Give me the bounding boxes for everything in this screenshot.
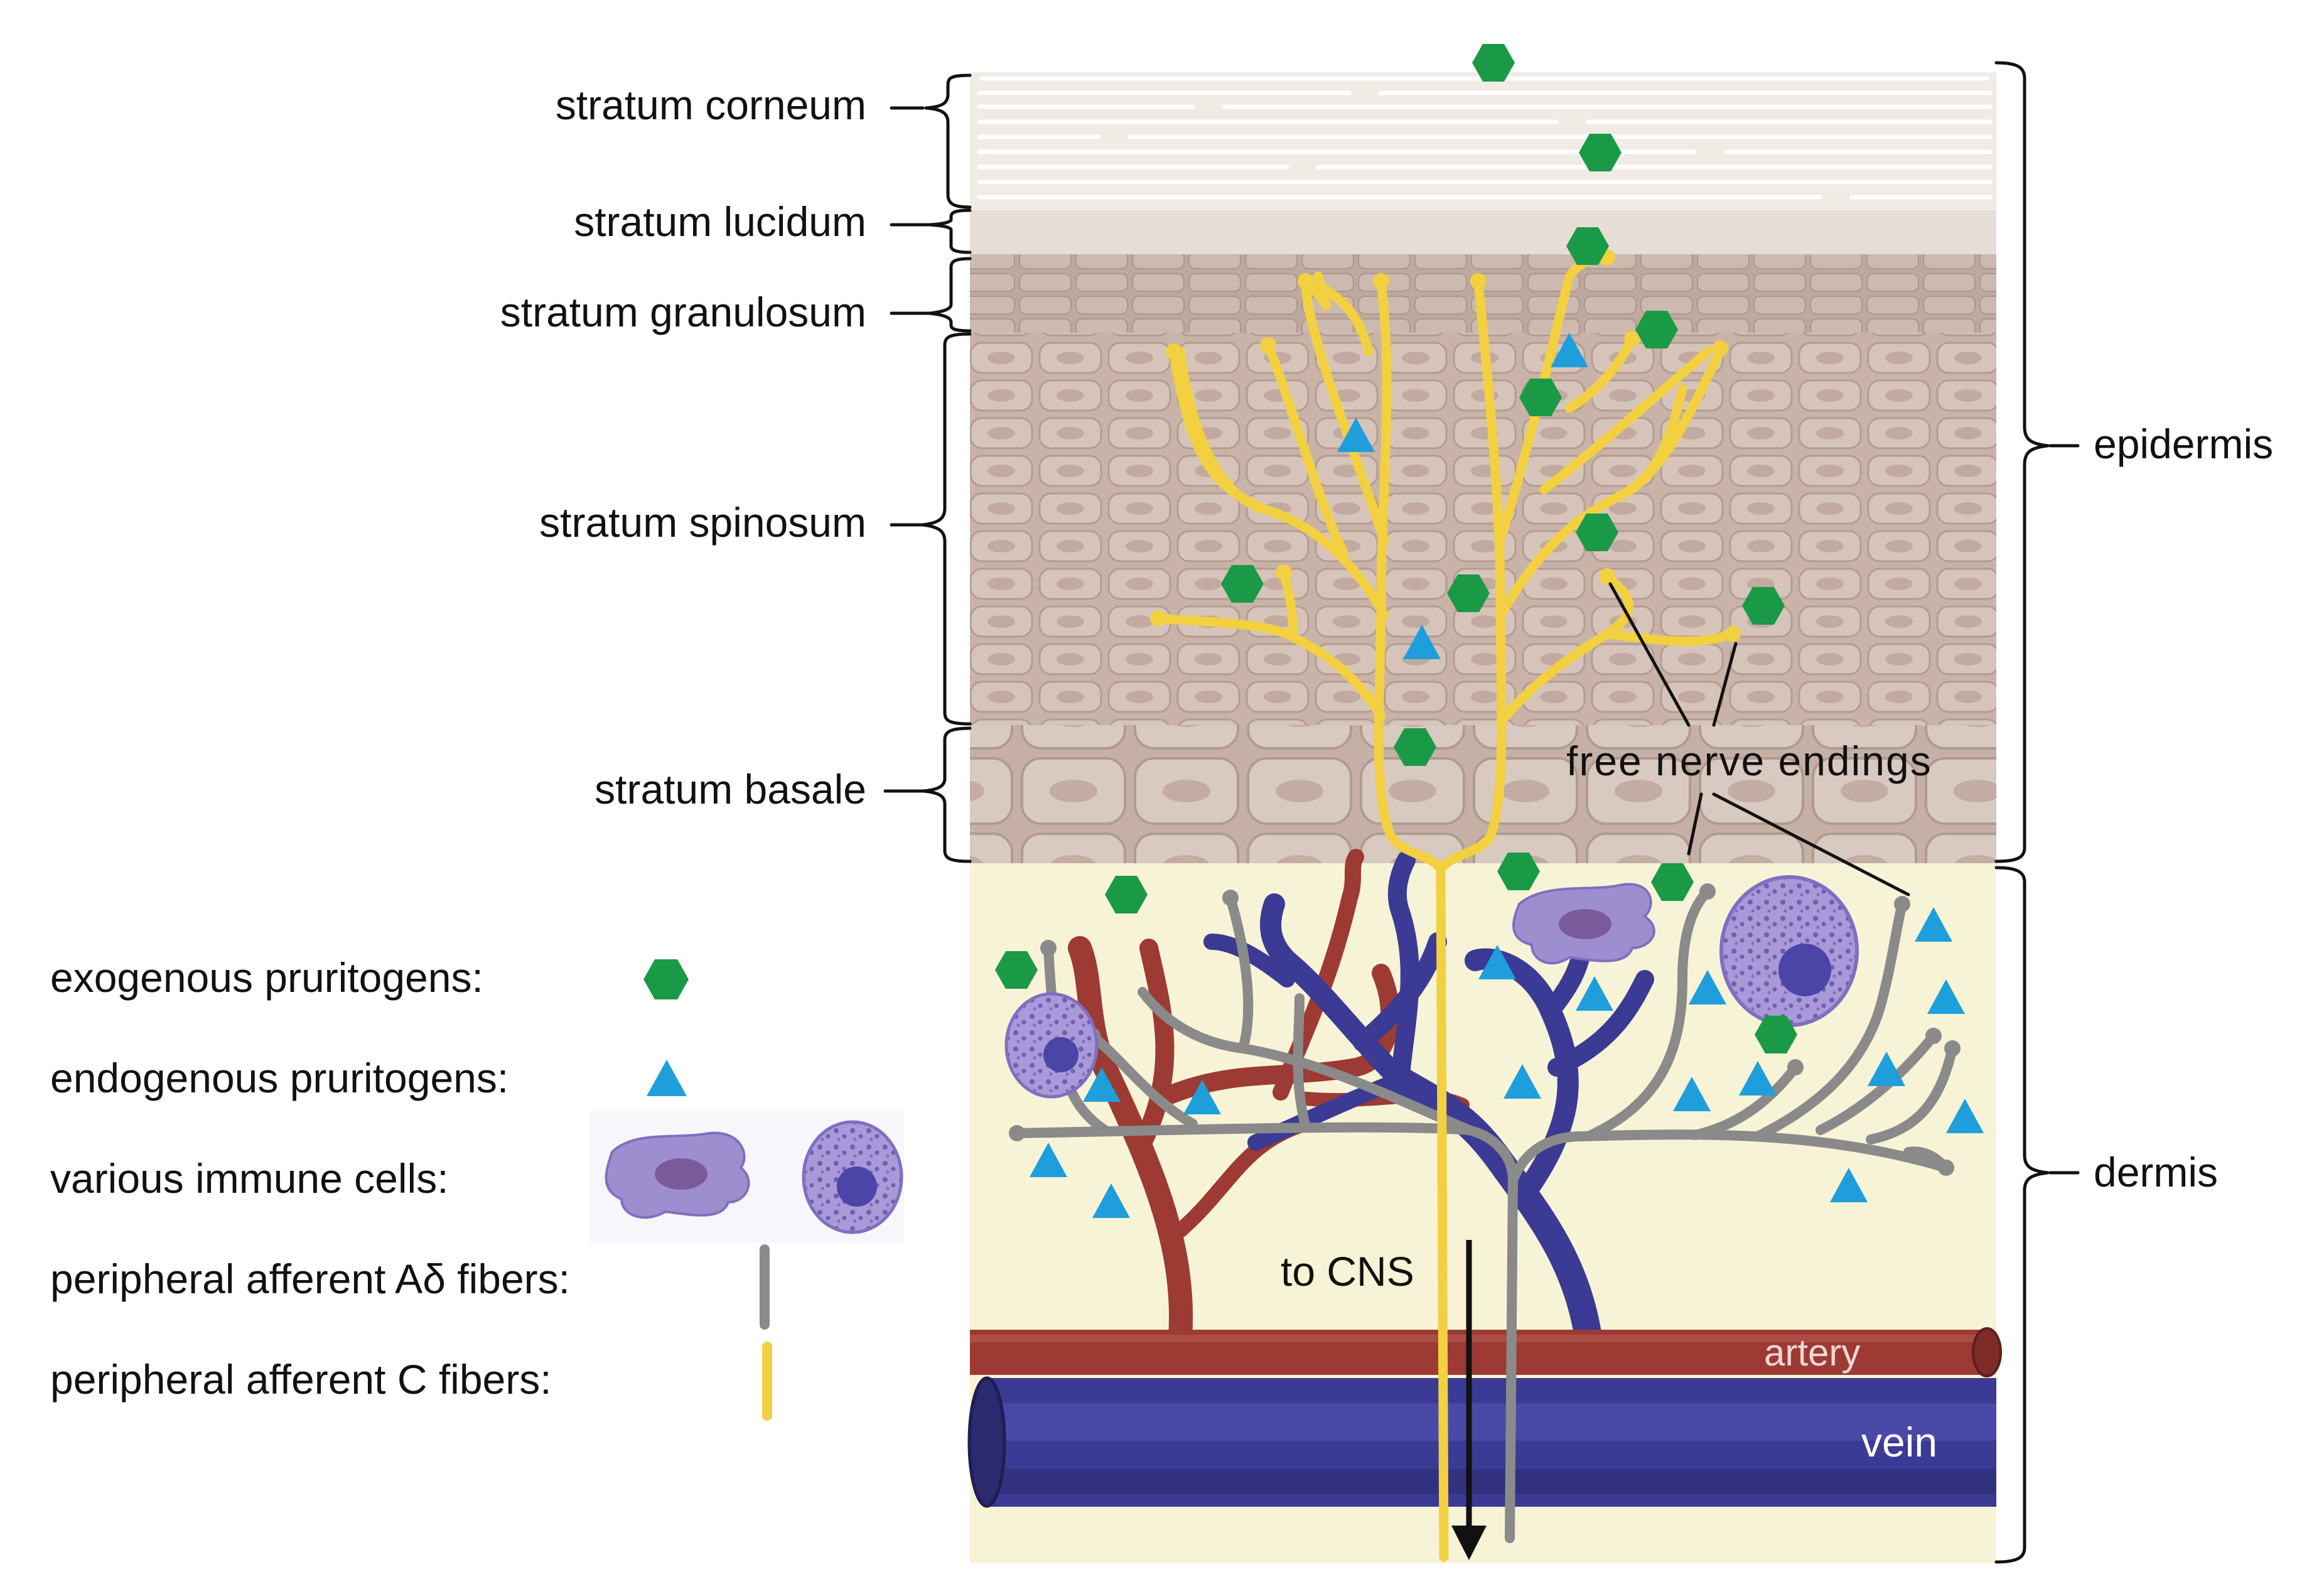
label-to-cns: to CNS (1281, 1248, 1414, 1295)
mast-cell-small (1004, 992, 1099, 1099)
stratum-corneum-layer (970, 72, 1996, 210)
free-nerve-endings-pointers (1608, 582, 1910, 897)
region-labels: epidermis dermis (2094, 421, 2273, 1195)
legend-c-fiber-label: peripheral afferent C fibers: (50, 1356, 552, 1403)
legend-immune-label: various immune cells: (50, 1155, 449, 1202)
c-fibers (1153, 251, 1738, 1562)
annotation-labels: free nerve endings to CNS artery vein (1281, 738, 1937, 1465)
vein (967, 1376, 1996, 1508)
region-braces (1994, 61, 2080, 1564)
legend-exogenous-hexagon-icon (643, 959, 689, 999)
skin-cross-section (967, 44, 2002, 1563)
label-epidermis: epidermis (2094, 421, 2273, 467)
stratum-spinosum-layer (970, 333, 1996, 725)
label-stratum-corneum: stratum corneum (556, 82, 866, 128)
label-free-nerve-endings: free nerve endings (1566, 738, 1932, 784)
legend-endogenous-triangle-icon (647, 1060, 687, 1096)
mast-cell-large (1719, 875, 1859, 1027)
label-stratum-granulosum: stratum granulosum (500, 289, 866, 335)
layer-braces (883, 73, 972, 863)
label-stratum-lucidum: stratum lucidum (574, 198, 866, 245)
legend-immune-cells-icon (590, 1111, 904, 1243)
c-fiber-endings (1150, 249, 1741, 642)
to-cns-arrow (1451, 1240, 1487, 1560)
legend: exogenous pruritogens: endogenous prurit… (50, 954, 904, 1421)
macrophage (1512, 883, 1655, 965)
exogenous-pruritogens (995, 44, 1797, 1053)
layer-labels: stratum corneum stratum lucidum stratum … (500, 82, 866, 812)
legend-a-delta-label: peripheral afferent Aδ fibers: (50, 1256, 570, 1302)
legend-exogenous-label: exogenous pruritogens: (50, 954, 483, 1001)
label-vein: vein (1861, 1419, 1937, 1465)
immune-cells (1004, 875, 1859, 1099)
label-dermis: dermis (2094, 1149, 2218, 1195)
label-stratum-spinosum: stratum spinosum (539, 499, 866, 546)
label-artery: artery (1764, 1332, 1860, 1374)
artery (970, 1327, 2002, 1377)
stratum-lucidum-layer (970, 210, 1996, 254)
label-stratum-basale: stratum basale (594, 766, 866, 812)
legend-endogenous-label: endogenous pruritogens: (50, 1055, 508, 1101)
endogenous-pruritogens (1030, 333, 1984, 1218)
